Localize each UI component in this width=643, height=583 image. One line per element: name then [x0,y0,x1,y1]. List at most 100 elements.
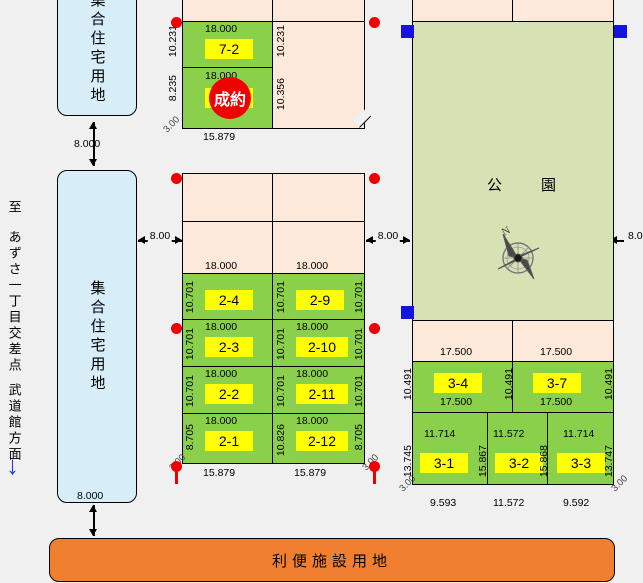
dim-road-west-label: 8.00 [147,230,173,242]
plot-3-2-label: 3-2 [508,455,530,471]
plot-2-4-label: 2-4 [218,292,240,308]
plot-2-11-label: 2-11 [308,386,336,402]
dim-east-corner-300-left: 3.00 [397,473,419,495]
dim-2-2-top: 18.000 [205,368,238,380]
dim-road-east-label: 8.00 [626,230,643,242]
plot-2-9-label: 2-9 [309,292,331,308]
dim-north-mid-10356: 10.356 [275,78,287,111]
plot-2-2[interactable] [182,366,273,414]
corner-pin-mid-sw-stem [175,470,178,484]
plot-3-1-tag[interactable]: 3-1 [420,453,468,473]
corner-pin-mid-se [369,461,380,472]
compass-rose-icon: N [497,224,540,280]
dim-3-2-top: 11.572 [493,428,525,440]
dim-road-mid: 8.00 [366,230,410,245]
sold-badge: 成約 [209,77,251,119]
dim-2-10-top: 18.000 [296,321,329,333]
dim-2-3-top: 18.000 [205,321,238,333]
corner-pin-mid-w [171,323,182,334]
facility-block: 利便施設用地 [49,538,615,582]
plot-3-1-label: 3-1 [433,455,455,471]
block-east-pink-top-left [412,0,513,22]
dim-3-1-left: 13.745 [402,445,414,478]
plot-3-4-tag[interactable]: 3-4 [434,373,482,393]
facility-block-label: 利便施設用地 [271,552,392,570]
block-north-pink-right [272,0,365,22]
dim-3-4-right: 10.491 [503,368,515,401]
dim-3-4-pink-17500: 17.500 [440,346,473,358]
block-mid-pink-tr [272,173,365,222]
plot-3-3-label: 3-3 [570,455,592,471]
dim-3-1-right: 15.867 [477,445,489,478]
dim-north-left-10231: 10.231 [167,25,179,58]
plot-3-2-tag[interactable]: 3-2 [495,453,543,473]
plot-3-7-label: 3-7 [546,375,568,391]
dim-3-4-left: 10.491 [402,368,414,401]
plot-2-3-tag[interactable]: 2-3 [205,337,253,357]
residential-block-top: 集合住宅用地 [57,0,137,116]
corner-pin-mid-nw [171,173,182,184]
plot-2-12-label: 2-12 [307,433,337,449]
dim-mid-pink-left-18: 18.000 [205,260,238,272]
park-label: 公 園 [487,177,569,194]
dim-north-left-8235: 8.235 [167,75,179,102]
park-block [412,21,614,321]
corner-pin-north-west [171,17,182,28]
dim-3-1-top: 11.714 [424,428,456,440]
dim-3-7-pink-17500: 17.500 [540,346,573,358]
route-direction-arrow: ↓ [6,450,19,480]
dim-road-mid-label: 8.00 [375,230,401,242]
dim-north-mid-10231: 10.231 [275,25,287,58]
dim-2-11-right: 10.701 [353,375,365,408]
marker-park-ne [614,25,627,38]
plot-2-12-tag[interactable]: 2-12 [296,431,348,451]
dim-2-3-left: 10.701 [184,328,196,361]
dim-gap-left-bottom: 8.000 [77,490,103,536]
residential-block-top-label: 集合住宅用地 [88,0,106,106]
dim-3-3-bottom: 9.592 [563,497,590,509]
dim-3-2-right: 15.868 [538,445,550,478]
dim-2-9-right: 10.701 [353,281,365,314]
plot-2-3-label: 2-3 [218,339,240,355]
plot-7-2-dim-top: 18.000 [205,23,238,35]
dim-north-bottom-15879: 15.879 [203,131,236,143]
plot-2-9-tag[interactable]: 2-9 [296,290,344,310]
dim-gap-left-top: 8.000 [74,122,100,166]
dim-3-7-right: 10.491 [603,368,615,401]
plot-2-10-tag[interactable]: 2-10 [296,337,348,357]
block-north-pink-left [182,0,273,22]
dim-2-4-right: 10.701 [275,281,287,314]
dim-2-2-left: 10.701 [184,375,196,408]
dim-gap-left-top-label: 8.000 [74,138,101,150]
corner-pin-mid-e [369,323,380,334]
block-mid-pink-tl [182,173,273,222]
plot-2-2-label: 2-2 [218,386,240,402]
dim-2-4-left: 10.701 [184,281,196,314]
dim-north-corner-300: 3.00 [161,114,183,136]
plot-2-11-tag[interactable]: 2-11 [296,384,348,404]
dim-2-2-right: 10.701 [275,375,287,408]
block-north-pink-large [272,21,365,129]
dim-road-west: 8.00 [138,230,182,245]
plot-2-4-tag[interactable]: 2-4 [205,290,253,310]
dim-2-1-top: 18.000 [205,415,238,427]
route-guide-line3: 武道館方面 [6,383,22,463]
residential-block-bottom: 集合住宅用地 [57,170,137,503]
route-guide-line1: 至 [6,200,22,216]
plot-2-2-tag[interactable]: 2-2 [205,384,253,404]
block-east-pink-top-right [512,0,614,22]
plot-2-1-tag[interactable]: 2-1 [205,431,253,451]
dim-2-12-bottom: 15.879 [294,467,327,479]
plot-3-3-tag[interactable]: 3-3 [557,453,605,473]
plot-7-2-tag[interactable]: 7-2 [205,39,253,59]
plot-3-7-tag[interactable]: 3-7 [533,373,581,393]
dim-2-10-right: 10.701 [353,328,365,361]
corner-pin-north-east [369,17,380,28]
dim-3-3-right: 13.747 [603,445,615,478]
route-guide-line2: あずさ一丁目交差点 [6,230,22,374]
dim-2-12-right: 8.705 [353,424,365,451]
dim-gap-left-bottom-label: 8.000 [77,490,104,502]
dim-2-1-right: 10.826 [275,424,287,457]
corner-pin-mid-se-stem [373,470,376,484]
